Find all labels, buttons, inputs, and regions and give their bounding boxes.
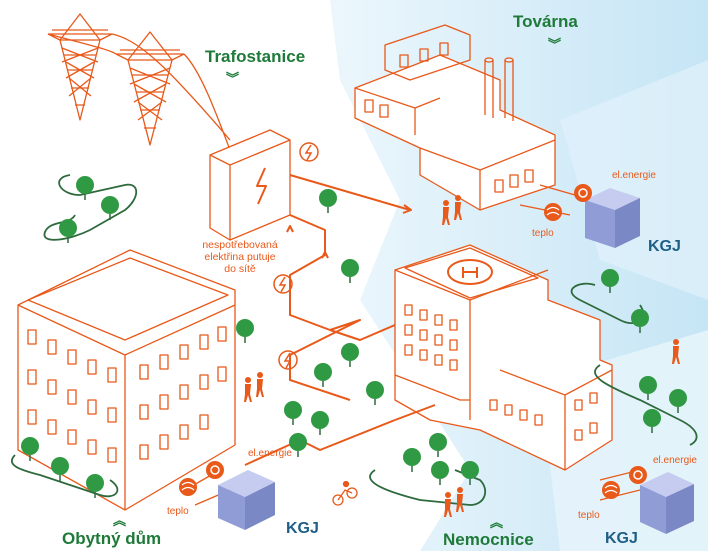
arrow-head bbox=[321, 251, 329, 259]
label-power: el.energie bbox=[248, 448, 292, 459]
heat-coil-icon bbox=[179, 478, 197, 496]
label-hospital: Nemocnice bbox=[443, 530, 534, 549]
residential-building bbox=[17, 249, 236, 511]
grid-export-note: nespotřebovaná elektřina putuje do sítě bbox=[190, 239, 290, 275]
label-heat: teplo bbox=[532, 228, 554, 239]
power-line-network bbox=[244, 174, 436, 466]
note-line: elektřina putuje bbox=[204, 251, 276, 263]
power-plug-icon bbox=[574, 184, 592, 202]
label-power: el.energie bbox=[612, 170, 656, 181]
label-kgj: KGJ bbox=[605, 530, 638, 547]
bicycle-icon bbox=[332, 480, 358, 506]
label-factory: Továrna bbox=[513, 12, 578, 31]
kgj-unit-residential bbox=[218, 470, 275, 530]
chevron-down-icon: ︾ bbox=[226, 71, 240, 86]
tree-group bbox=[21, 176, 687, 498]
garden-path bbox=[10, 174, 698, 506]
label-kgj: KGJ bbox=[286, 520, 319, 537]
helipad-icon bbox=[447, 259, 493, 285]
label-heat: teplo bbox=[167, 506, 189, 517]
power-plug-icon bbox=[206, 461, 224, 479]
arrow-head bbox=[402, 204, 412, 214]
heat-coil-icon bbox=[544, 203, 562, 221]
lightning-icon bbox=[278, 350, 298, 370]
note-line: do sítě bbox=[224, 263, 256, 275]
factory-building bbox=[354, 24, 556, 211]
chevron-down-icon: ︾ bbox=[548, 37, 562, 52]
label-substation: Trafostanice bbox=[205, 47, 306, 66]
power-tower-left bbox=[47, 13, 113, 121]
hospital-building bbox=[394, 244, 613, 471]
power-tower-right bbox=[115, 31, 185, 146]
label-power: el.energie bbox=[653, 455, 697, 466]
power-plug-icon bbox=[629, 466, 647, 484]
chevron-up-icon: ︽ bbox=[490, 515, 504, 530]
lightning-icon bbox=[273, 274, 293, 294]
arrow-head bbox=[286, 225, 294, 233]
substation-box bbox=[209, 129, 291, 241]
note-line: nespotřebovaná bbox=[202, 239, 278, 251]
chevron-up-icon: ︽ bbox=[113, 513, 127, 528]
label-kgj: KGJ bbox=[648, 238, 681, 255]
power-wires bbox=[47, 33, 231, 151]
lightning-icon bbox=[299, 142, 319, 162]
label-residential: Obytný dům bbox=[62, 529, 162, 548]
label-heat: teplo bbox=[578, 510, 600, 521]
heat-coil-icon bbox=[602, 481, 620, 499]
kgj-unit-hospital bbox=[640, 472, 694, 534]
kgj-unit-factory bbox=[585, 188, 640, 248]
people-figures bbox=[244, 195, 680, 517]
